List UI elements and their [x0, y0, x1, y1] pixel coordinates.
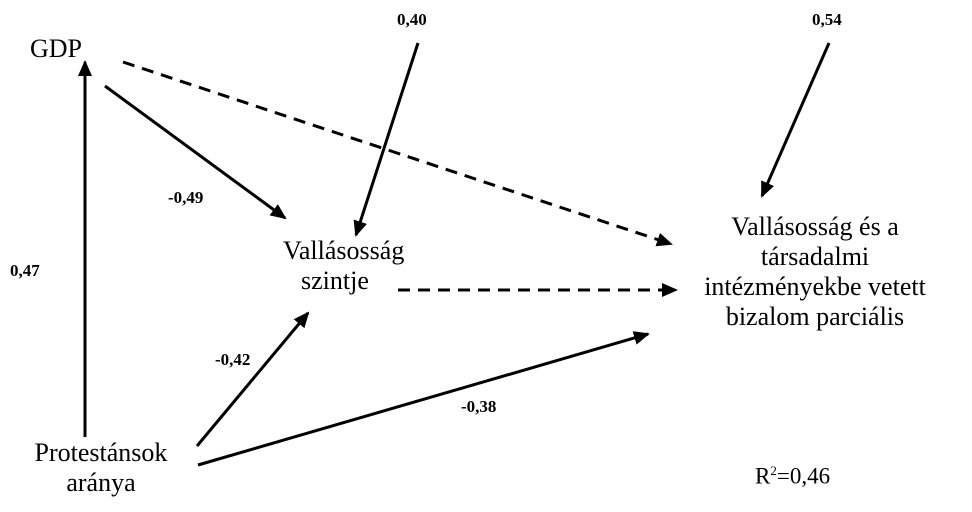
node-protestant-line-2: aránya [66, 468, 136, 497]
node-religiosity-line-2: szintje [301, 266, 369, 295]
node-outcome-line-3: intézményekbe vetett [704, 272, 926, 301]
arrow-gdp-to-outcome-dashed [122, 60, 673, 247]
arrow-disturbance-outcome [760, 42, 831, 198]
r-squared-label: R2=0,46 [755, 456, 830, 492]
arrow-disturbance-religiosity [353, 42, 420, 237]
coef-protestant-to-outcome: -0,38 [461, 397, 497, 416]
arrow-gdp-to-religiosity [104, 84, 287, 220]
node-protestant-line-1: Protestánsok [34, 438, 168, 467]
node-gdp: GDP [30, 34, 83, 63]
node-outcome-line-1: Vallásosság és a [731, 212, 899, 241]
coef-disturbance-outcome: 0,54 [812, 10, 842, 29]
r-squared-value: =0,46 [776, 463, 831, 489]
coef-protestant-to-religiosity: -0,42 [215, 350, 251, 369]
node-outcome-line-4: bizalom parciális [725, 302, 905, 331]
arrow-protestant-to-religiosity [195, 311, 310, 447]
coef-gdp-to-religiosity: -0,49 [168, 188, 204, 207]
r-squared-base: R [755, 463, 771, 489]
coef-protestant-to-gdp: 0,47 [10, 261, 40, 280]
coef-disturbance-religiosity: 0,40 [397, 10, 427, 29]
node-outcome: Vallásosság és a társadalmi intézményekb… [662, 212, 968, 332]
node-religiosity: Vallásosság szintje [283, 236, 404, 296]
node-protestant: Protestánsok aránya [6, 438, 196, 498]
node-outcome-line-2: társadalmi [760, 242, 870, 271]
node-religiosity-line-1: Vallásosság [283, 236, 405, 265]
arrow-protestant-to-outcome [197, 331, 650, 467]
r-squared-exponent: 2 [770, 463, 777, 478]
